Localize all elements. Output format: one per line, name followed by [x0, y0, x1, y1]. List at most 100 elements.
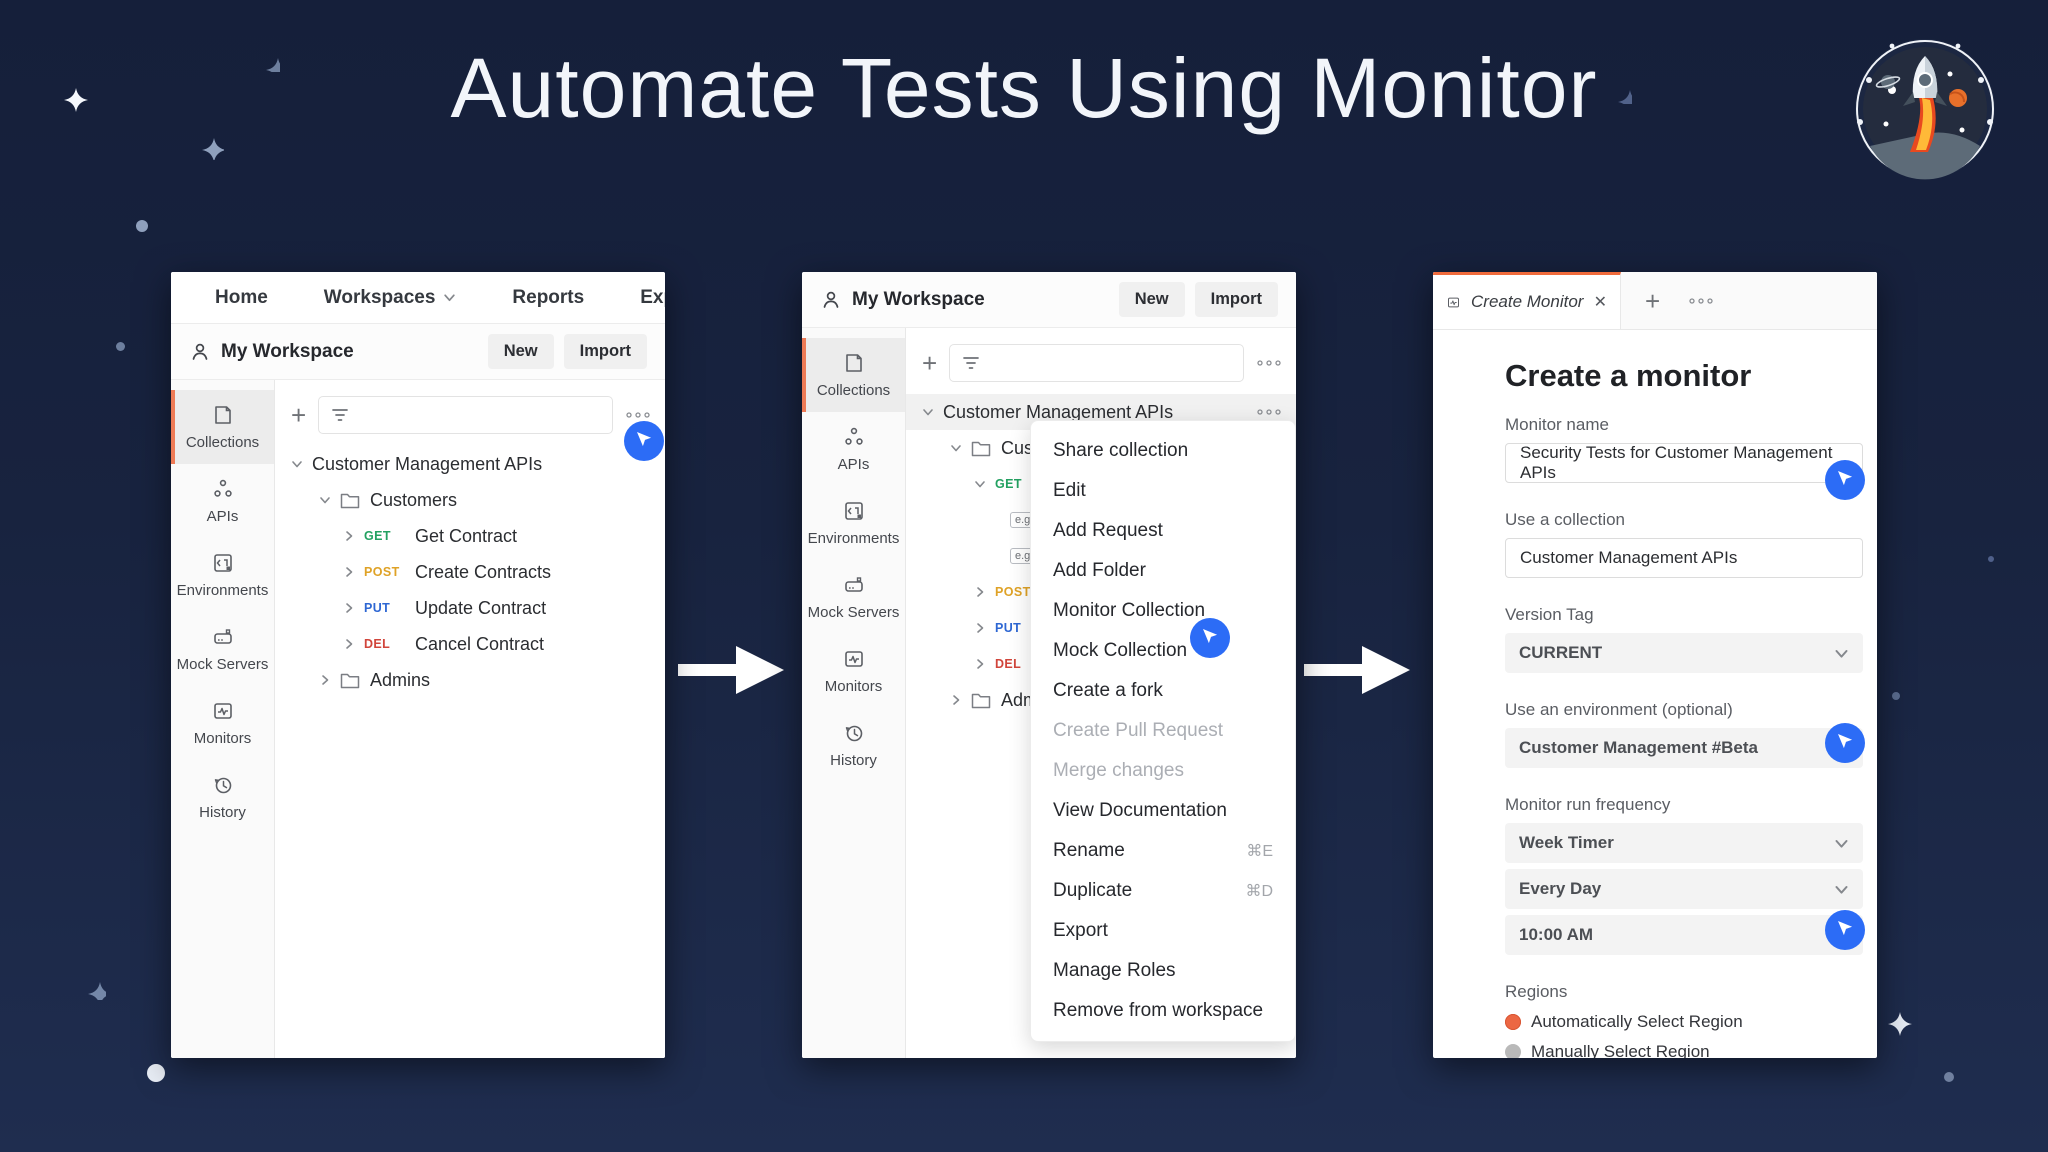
tree-row-folder[interactable]: Admins [275, 662, 665, 698]
monitor-name-label: Monitor name [1505, 415, 1609, 434]
import-button[interactable]: Import [1194, 282, 1278, 317]
shortcut-label: ⌘E [1246, 843, 1273, 860]
menu-item-add-folder[interactable]: Add Folder [1053, 560, 1146, 581]
menu-item-mock-collection[interactable]: Mock Collection [1053, 640, 1188, 661]
tab-create-monitor[interactable]: Create Monitor ✕ [1433, 272, 1621, 329]
tab-more-options-icon[interactable] [1688, 296, 1714, 306]
radio-unselected-icon[interactable] [1505, 1044, 1521, 1058]
filter-input[interactable] [949, 344, 1244, 382]
frequency-time-select[interactable]: 10:00 AM [1505, 915, 1863, 955]
new-button[interactable]: New [487, 334, 554, 369]
collection-context-menu: Share collection Edit Add Request Add Fo… [1030, 420, 1296, 1042]
frequency-timer-select[interactable]: Week Timer [1505, 823, 1863, 863]
sidebar-item-apis[interactable]: APIs [171, 464, 274, 538]
folder-icon [971, 693, 991, 709]
menu-item-manage-roles[interactable]: Manage Roles [1053, 960, 1176, 981]
filter-input[interactable] [318, 396, 613, 434]
chevron-right-icon[interactable] [343, 566, 355, 578]
sidebar-item-history[interactable]: History [171, 760, 274, 834]
flow-arrow [1304, 646, 1410, 694]
chevron-right-icon[interactable] [319, 674, 331, 686]
filter-icon [963, 357, 980, 369]
method-badge: POST [995, 585, 1031, 599]
tree-row-request[interactable]: POST Create Contracts [275, 554, 665, 590]
method-badge: PUT [364, 601, 391, 615]
create-monitor-window: Create Monitor ✕ + Create a monitor Moni… [1433, 272, 1877, 1058]
chevron-right-icon[interactable] [974, 622, 986, 634]
menu-item-rename[interactable]: Rename⌘E [1053, 840, 1273, 861]
sidebar-item-apis[interactable]: APIs [802, 412, 905, 486]
environments-icon [213, 554, 232, 572]
add-icon[interactable]: + [291, 400, 307, 430]
chevron-right-icon[interactable] [343, 638, 355, 650]
nav-workspaces[interactable]: Workspaces [324, 287, 457, 309]
add-icon[interactable]: + [922, 348, 938, 378]
tree-row-request[interactable]: GET Get Contract [275, 518, 665, 554]
sidebar-item-collections[interactable]: Collections [802, 338, 905, 412]
chevron-down-icon[interactable] [291, 458, 303, 470]
frequency-day-select[interactable]: Every Day [1505, 869, 1863, 909]
menu-item-edit[interactable]: Edit [1053, 480, 1086, 501]
menu-item-export[interactable]: Export [1053, 920, 1108, 941]
new-button[interactable]: New [1118, 282, 1185, 317]
chevron-down-icon[interactable] [922, 406, 934, 418]
nav-explore[interactable]: Explore [640, 286, 665, 308]
menu-item-monitor-collection[interactable]: Monitor Collection [1053, 600, 1206, 621]
menu-item-duplicate[interactable]: Duplicate⌘D [1053, 880, 1273, 901]
menu-item-create-a-fork[interactable]: Create a fork [1053, 680, 1163, 701]
chevron-right-icon[interactable] [343, 530, 355, 542]
chevron-down-icon[interactable] [319, 494, 331, 506]
monitor-tab-icon [1448, 297, 1459, 307]
sidebar-item-monitors[interactable]: Monitors [802, 634, 905, 708]
sidebar-item-environments[interactable]: Environments [171, 538, 274, 612]
workspace-window-2: My Workspace New Import Collections APIs… [802, 272, 1296, 1058]
sidebar-item-monitors[interactable]: Monitors [171, 686, 274, 760]
nav-reports[interactable]: Reports [512, 286, 585, 308]
left-sidebar: Collections APIs Environments Mock Serve… [802, 328, 906, 1058]
tree-row-folder[interactable]: Customers [275, 482, 665, 518]
chevron-right-icon[interactable] [974, 586, 986, 598]
sidebar-item-mock-servers[interactable]: Mock Servers [802, 560, 905, 634]
new-tab-icon[interactable]: + [1645, 285, 1661, 316]
tree-row-request[interactable]: DEL Cancel Contract [275, 626, 665, 662]
method-badge: POST [364, 565, 400, 579]
menu-item-remove-from-workspace[interactable]: Remove from workspace [1053, 1000, 1264, 1021]
more-options-icon[interactable] [1256, 358, 1282, 368]
chevron-right-icon[interactable] [950, 694, 962, 706]
menu-item-share-collection[interactable]: Share collection [1053, 440, 1189, 461]
mock-servers-icon [213, 629, 232, 644]
method-badge: GET [364, 529, 391, 543]
import-button[interactable]: Import [563, 334, 647, 369]
menu-item-add-request[interactable]: Add Request [1053, 520, 1163, 541]
radio-selected-icon[interactable] [1505, 1014, 1521, 1030]
sidebar-item-collections[interactable]: Collections [171, 390, 274, 464]
sidebar-item-mock-servers[interactable]: Mock Servers [171, 612, 274, 686]
sidebar-item-history[interactable]: History [802, 708, 905, 782]
environment-select[interactable]: Customer Management #Beta [1505, 728, 1863, 768]
more-options-icon[interactable] [625, 410, 651, 420]
folder-icon [971, 441, 991, 457]
form-heading: Create a monitor [1505, 358, 1752, 393]
close-tab-icon[interactable]: ✕ [1593, 294, 1607, 311]
dot-decoration [1944, 1072, 1954, 1082]
rocket-logo [1855, 39, 1995, 180]
chevron-right-icon[interactable] [343, 602, 355, 614]
region-manual-option[interactable]: Manually Select Region [1505, 1042, 1863, 1058]
sidebar-item-environments[interactable]: Environments [802, 486, 905, 560]
dot-decoration [1988, 556, 1994, 562]
tab-bar: Create Monitor ✕ + [1433, 272, 1877, 330]
version-tag-select[interactable]: CURRENT [1505, 633, 1863, 673]
monitor-name-input[interactable]: Security Tests for Customer Management A… [1505, 443, 1863, 483]
collection-more-options-icon[interactable] [1256, 407, 1282, 417]
chevron-right-icon[interactable] [974, 658, 986, 670]
region-auto-option[interactable]: Automatically Select Region [1505, 1012, 1863, 1032]
collection-input[interactable]: Customer Management APIs [1505, 538, 1863, 578]
menu-item-view-documentation[interactable]: View Documentation [1053, 800, 1227, 821]
version-tag-label: Version Tag [1505, 605, 1594, 624]
chevron-down-icon[interactable] [974, 478, 986, 490]
tree-row-collection[interactable]: Customer Management APIs [275, 446, 665, 482]
nav-home[interactable]: Home [215, 286, 268, 308]
tree-row-request[interactable]: PUT Update Contract [275, 590, 665, 626]
history-icon [845, 725, 862, 742]
chevron-down-icon[interactable] [950, 442, 962, 454]
